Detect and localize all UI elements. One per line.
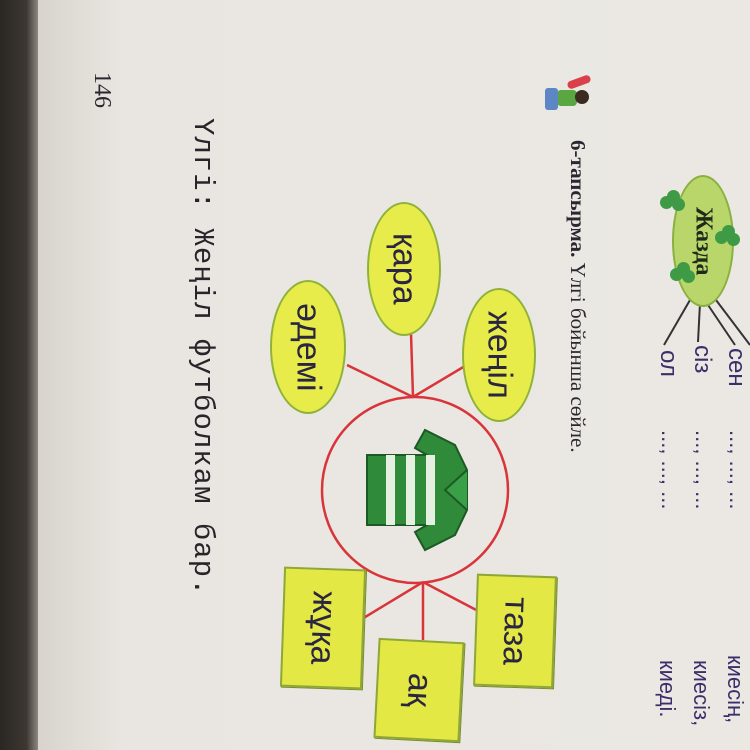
summer-label: Жазда xyxy=(690,206,717,276)
row-verb: киесің, xyxy=(723,655,748,724)
word-card: жұқа xyxy=(279,566,367,690)
word-oval: әдемі xyxy=(270,280,346,414)
row-blanks: ..., ..., ... xyxy=(657,430,682,510)
clover-icon xyxy=(660,190,686,216)
shirt-connectors xyxy=(346,332,481,640)
textbook-page xyxy=(38,0,750,750)
task-heading: 6-тапсырма. Үлгі бойынша сөйле. xyxy=(565,140,590,453)
word-oval: жеңіл xyxy=(462,288,536,422)
green-shirt-icon xyxy=(366,428,468,552)
kid-illustration xyxy=(545,74,600,116)
clover-icon xyxy=(715,225,741,251)
summer-connectors xyxy=(663,299,750,346)
page-number: 146 xyxy=(89,72,115,108)
pronoun-siz: сіз xyxy=(689,345,716,374)
word-card: ақ xyxy=(373,637,465,743)
pronoun-sen: сен xyxy=(723,348,750,387)
clover-icon xyxy=(670,262,696,288)
row-blanks: ..., ..., ... xyxy=(691,430,716,510)
summer-oval: Жазда xyxy=(672,175,734,307)
row-verb: киесіз, xyxy=(689,660,714,727)
example-sentence: Үлгі: Жеңіл футболкам бар. xyxy=(186,118,219,597)
word-oval: қара xyxy=(367,202,441,336)
book-spine-shadow xyxy=(0,0,38,750)
row-verb: киеді. xyxy=(655,660,680,718)
pronoun-ol: ол xyxy=(655,350,682,377)
row-blanks: ..., ..., ... xyxy=(725,430,750,510)
word-card: таза xyxy=(473,573,557,689)
task-number: 6-тапсырма. xyxy=(566,140,590,258)
task-instruction: Үлгі бойынша сөйле. xyxy=(566,262,590,453)
